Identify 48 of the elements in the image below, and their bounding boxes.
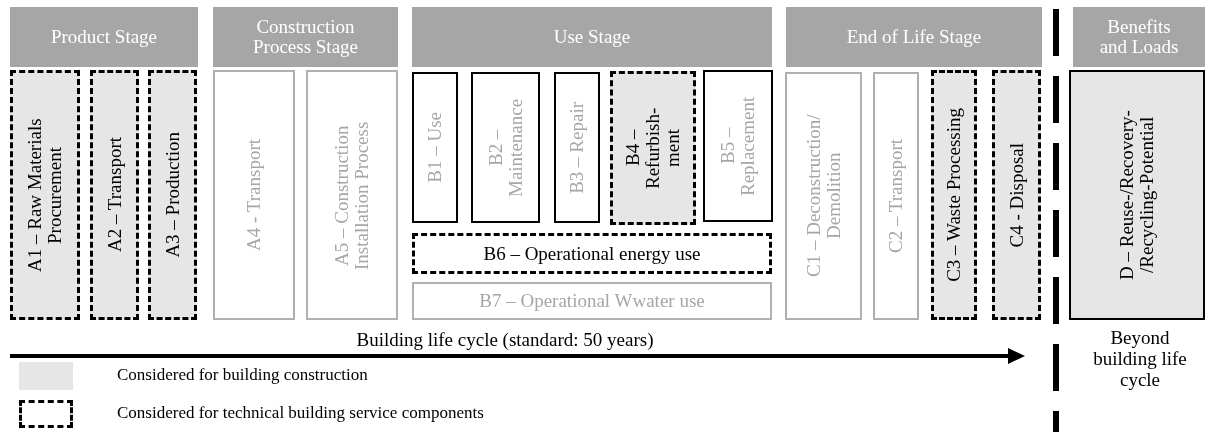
legend-text: Considered for building construction [117,365,368,385]
module-label: A2 – Transport [104,137,125,253]
module-label: B7 – Operational Wwater use [479,291,705,311]
stage-header [786,7,1042,67]
stage-header [213,7,398,67]
module-label: A4 - Transport [244,139,264,251]
module-box [412,282,772,320]
module-label: D – Reuse-/Recovery- /Recycling-Potential [1117,109,1157,282]
module-box [785,72,862,320]
stage-title: Benefits and Loads [1098,17,1180,57]
module-box [873,72,919,320]
module-box [610,71,696,225]
module-box [213,70,295,320]
stage-title: End of Life Stage [846,27,982,47]
module-box [992,70,1041,320]
module-label: B2 – Maintenance [485,97,526,199]
stage-title: Use Stage [553,27,631,47]
module-label: C3 – Waste Processing [944,108,964,282]
module-box [90,70,139,320]
module-box [148,70,197,320]
stage-title: Product Stage [50,27,158,47]
stage-header [10,7,198,67]
module-box [10,70,80,320]
module-label: C1 – Deconstruction/ Demolition [803,113,844,280]
module-label: A5 – Construction Installation Process [332,119,372,272]
module-box [703,70,773,222]
module-label: B3 – Repair [567,101,587,194]
annotation-text: Beyond building life cycle [1092,328,1188,391]
module-box [554,72,600,223]
timeline-label: Building life cycle (standard: 50 years) [355,330,655,351]
module-label: B4 – Refurbish-ment [623,106,683,191]
module-box [1069,70,1205,320]
module-label: B1 – Use [425,112,445,183]
module-label: A1 – Raw Materials Procurement [25,117,65,274]
module-box [471,72,540,223]
module-label: C4 - Disposal [1006,142,1027,248]
module-box [306,70,398,320]
module-box [412,233,772,274]
module-label: A3 – Production [162,132,183,258]
module-label: B5 – Replacement [718,95,758,198]
stage-title: Construction Process Stage [252,17,359,57]
stage-header [412,7,772,67]
module-box [412,72,458,223]
legend-text: Considered for technical building service components [117,403,484,423]
module-box [931,70,977,320]
stage-header [1073,7,1205,67]
module-label: C2 – Transport [886,139,906,253]
module-label: B6 – Operational energy use [483,243,701,264]
